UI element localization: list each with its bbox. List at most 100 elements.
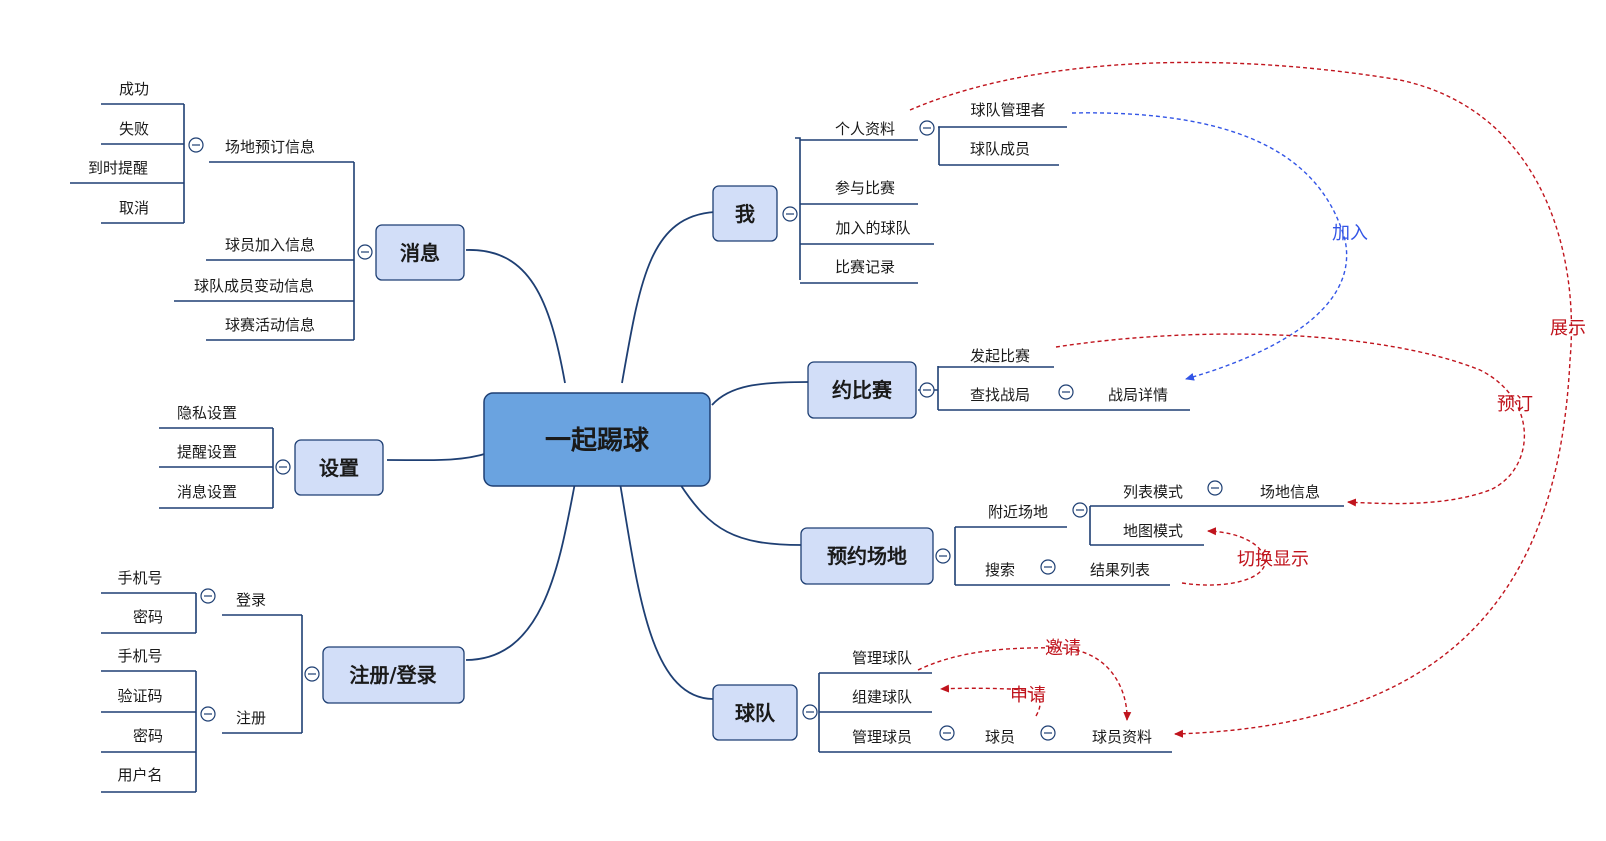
relation-invite-label: 邀请	[1045, 638, 1081, 659]
leaf-cancel[interactable]: 取消	[119, 199, 149, 217]
leaf-find-match[interactable]: 查找战局	[970, 386, 1030, 404]
node-auth[interactable]: 注册/登录	[322, 646, 465, 704]
leaf-map-mode[interactable]: 地图模式	[1123, 522, 1183, 540]
leaf-reg-phone[interactable]: 手机号	[117, 647, 162, 665]
node-venue[interactable]: 预约场地	[800, 527, 934, 585]
node-settings-label: 设置	[319, 456, 359, 480]
node-team[interactable]: 球队	[712, 684, 798, 741]
leaf-search[interactable]: 搜索	[985, 561, 1015, 579]
leaf-reg-code[interactable]: 验证码	[117, 687, 162, 705]
root-label: 一起踢球	[545, 426, 650, 456]
relation-book-label: 预订	[1497, 394, 1533, 415]
leaf-match-detail[interactable]: 战局详情	[1108, 386, 1168, 404]
relation-toggle-label: 切换显示	[1237, 549, 1309, 570]
node-message[interactable]: 消息	[375, 224, 465, 281]
collapse-settings-icon[interactable]	[275, 459, 291, 475]
relation-invite-arrow	[917, 647, 1132, 721]
link-root-venue	[679, 483, 802, 546]
leaf-reg-password[interactable]: 密码	[133, 727, 163, 745]
link-root-message	[465, 249, 566, 384]
leaf-join-match[interactable]: 参与比赛	[835, 179, 895, 197]
leaf-privacy-settings[interactable]: 隐私设置	[177, 404, 237, 422]
leaf-venue-info[interactable]: 场地信息	[1260, 483, 1320, 501]
collapse-manage-players-icon[interactable]	[939, 725, 955, 741]
me-subtree-lines	[785, 126, 1067, 284]
leaf-booking-info[interactable]: 场地预订信息	[225, 138, 315, 156]
collapse-nearby-icon[interactable]	[1072, 502, 1088, 518]
collapse-list-mode-icon[interactable]	[1207, 480, 1223, 496]
relation-apply-arrow	[940, 684, 1041, 717]
relation-apply-label: 申请	[1010, 685, 1046, 706]
leaf-login-password[interactable]: 密码	[133, 608, 163, 626]
relation-join-arrow	[1071, 112, 1348, 381]
collapse-booking-info-icon[interactable]	[188, 137, 204, 153]
team-subtree-lines	[818, 672, 1172, 753]
link-root-match	[711, 381, 809, 406]
leaf-list-mode[interactable]: 列表模式	[1123, 483, 1183, 501]
leaf-match-record[interactable]: 比赛记录	[835, 258, 895, 276]
node-match-label: 约比赛	[832, 378, 893, 402]
leaf-login[interactable]: 登录	[236, 591, 266, 609]
root-node[interactable]: 一起踢球	[483, 392, 711, 487]
leaf-team-manager[interactable]: 球队管理者	[970, 101, 1045, 119]
leaf-register[interactable]: 注册	[236, 709, 266, 727]
leaf-team-member[interactable]: 球队成员	[970, 140, 1030, 158]
relations: 加入 展示 预订 切换显示 邀请 申请	[909, 61, 1586, 738]
collapse-team-icon[interactable]	[802, 704, 818, 720]
relation-show-arrow	[909, 61, 1573, 738]
leaf-manage-team[interactable]: 管理球队	[852, 649, 912, 667]
leaf-result-list[interactable]: 结果列表	[1090, 561, 1150, 579]
collapse-find-match-icon[interactable]	[1058, 384, 1074, 400]
leaf-member-change[interactable]: 球队成员变动信息	[194, 277, 314, 295]
leaf-profile[interactable]: 个人资料	[835, 120, 895, 138]
collapse-login-icon[interactable]	[200, 588, 216, 604]
collapse-register-icon[interactable]	[200, 706, 216, 722]
node-me[interactable]: 我	[712, 185, 778, 242]
auth-subtree-lines	[101, 592, 303, 793]
collapse-profile-icon[interactable]	[919, 120, 935, 136]
relation-book-arrow	[1055, 333, 1526, 507]
relation-show-label: 展示	[1550, 318, 1586, 339]
leaf-login-phone[interactable]: 手机号	[117, 569, 162, 587]
settings-subtree-lines	[159, 427, 274, 509]
collapse-venue-icon[interactable]	[935, 548, 951, 564]
leaf-fail[interactable]: 失败	[119, 120, 149, 138]
link-root-me	[621, 211, 716, 384]
leaf-reminder[interactable]: 到时提醒	[88, 159, 148, 177]
leaf-player[interactable]: 球员	[985, 728, 1015, 746]
relation-join-label: 加入	[1332, 223, 1368, 244]
leaf-player-profile[interactable]: 球员资料	[1092, 728, 1152, 746]
node-message-label: 消息	[400, 241, 440, 265]
leaf-reminder-settings[interactable]: 提醒设置	[177, 443, 237, 461]
collapse-search-icon[interactable]	[1040, 559, 1056, 575]
link-root-team	[619, 482, 714, 700]
relation-toggle-arrow	[1181, 527, 1266, 586]
collapse-auth-icon[interactable]	[304, 666, 320, 682]
leaf-reg-username[interactable]: 用户名	[117, 766, 162, 784]
leaf-joined-teams[interactable]: 加入的球队	[835, 219, 910, 237]
leaf-game-activity[interactable]: 球赛活动信息	[225, 316, 315, 334]
node-venue-label: 预约场地	[827, 544, 907, 568]
leaf-create-team[interactable]: 组建球队	[852, 688, 912, 706]
leaf-manage-players[interactable]: 管理球员	[852, 728, 912, 746]
collapse-me-icon[interactable]	[782, 206, 798, 222]
link-root-auth	[465, 482, 576, 661]
leaf-success[interactable]: 成功	[119, 80, 149, 98]
leaf-message-settings[interactable]: 消息设置	[177, 483, 237, 501]
collapse-player-icon[interactable]	[1040, 725, 1056, 741]
leaf-nearby[interactable]: 附近场地	[988, 503, 1048, 521]
node-settings[interactable]: 设置	[294, 439, 384, 496]
message-subtree-lines	[70, 103, 355, 341]
node-auth-label: 注册/登录	[349, 663, 436, 687]
collapse-message-icon[interactable]	[357, 244, 373, 260]
node-match[interactable]: 约比赛	[807, 361, 917, 419]
collapse-match-icon[interactable]	[919, 382, 935, 398]
venue-subtree-lines	[954, 505, 1344, 586]
node-team-label: 球队	[735, 701, 776, 725]
leaf-player-join[interactable]: 球员加入信息	[225, 236, 315, 254]
collapse-toggles	[188, 120, 1223, 741]
leaf-start-match[interactable]: 发起比赛	[970, 347, 1030, 365]
node-me-label: 我	[735, 202, 755, 226]
root-branch-links	[386, 211, 809, 700]
